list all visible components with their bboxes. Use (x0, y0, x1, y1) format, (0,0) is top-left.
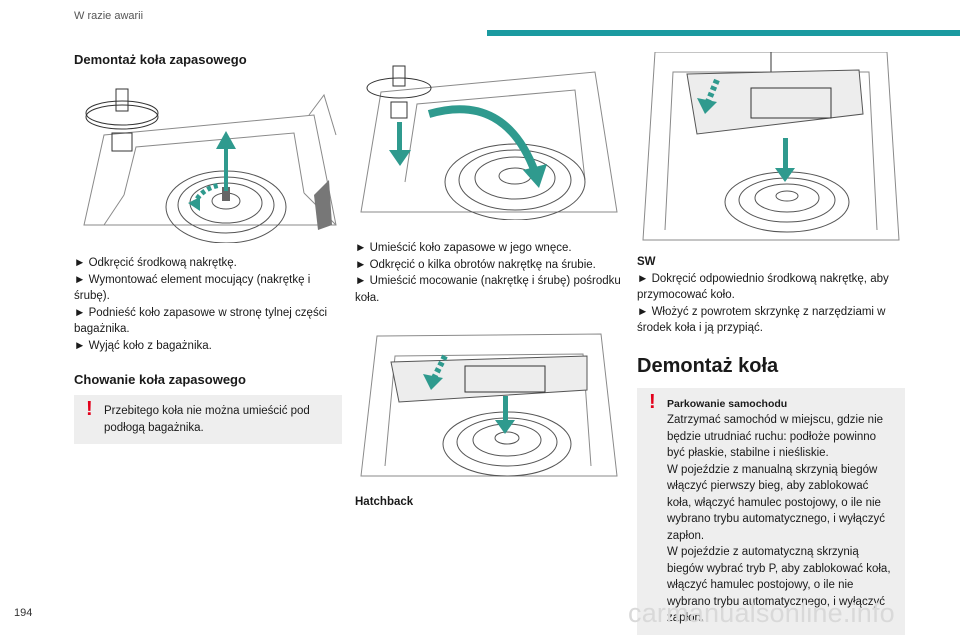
illustration-spare-placement (355, 52, 623, 220)
section-title: W razie awarii (74, 10, 144, 22)
heading-wheel-removal: Demontaż koła (637, 354, 779, 377)
warning-box-parking: ! Parkowanie samochodu Zatrzymać samochó… (637, 387, 905, 635)
step-item: ► Wyjąć koło z bagażnika. (74, 339, 212, 352)
step-item: ► Odkręcić o kilka obrotów nakrętkę na ś… (355, 258, 596, 271)
watermark: carmanualsonline.info (628, 598, 895, 628)
step-item: ► Wymontować element mocujący (nakrętkę … (74, 273, 311, 303)
warning-icon: ! (649, 390, 656, 413)
page-number: 194 (14, 607, 33, 619)
caption-hatchback: Hatchback (355, 496, 414, 508)
warning-line: W pojeździe z automatyczną skrzynią bieg… (667, 546, 891, 624)
step-item: ► Podnieść koło zapasowe w stronę tylnej… (74, 306, 327, 336)
step-item: ► Odkręcić środkową nakrętkę. (74, 257, 237, 269)
illustration-sw-toolbox (637, 52, 905, 244)
warning-box: ! Przebitego koła nie można umieścić pod… (74, 395, 342, 444)
column-1: Demontaż koła zapasowego ► Odkręcić środ… (74, 52, 342, 444)
heading-spare-removal: Demontaż koła zapasowego (74, 52, 247, 67)
warning-line: W pojeździe z manualną skrzynią biegów w… (667, 463, 885, 542)
label-sw: SW (637, 256, 656, 268)
heading-spare-storage: Chowanie koła zapasowego (74, 372, 246, 387)
column-2: ► Umieścić koło zapasowe w jego wnęce. ►… (355, 52, 623, 511)
warning-line: Zatrzymać samochód w miejscu, gdzie nie … (667, 414, 884, 459)
illustration-spare-removal (74, 75, 342, 243)
column-3: SW ► Dokręcić odpowiednio środkową nakrę… (637, 52, 905, 635)
warning-text: Przebitego koła nie można umieścić pod p… (104, 405, 310, 434)
illustration-hatchback-toolbox (355, 326, 623, 482)
step-item: ► Dokręcić odpowiednio środkową nakrętkę… (637, 272, 889, 302)
step-item: ► Umieścić mocowanie (nakrętkę i śrubę) … (355, 275, 621, 304)
step-item: ► Umieścić koło zapasowe w jego wnęce. (355, 242, 572, 254)
section-accent-bar (487, 30, 960, 36)
warning-title: Parkowanie samochodu (667, 397, 788, 410)
warning-icon: ! (86, 398, 93, 420)
step-item: ► Włożyć z powrotem skrzynkę z narzędzia… (637, 305, 886, 335)
